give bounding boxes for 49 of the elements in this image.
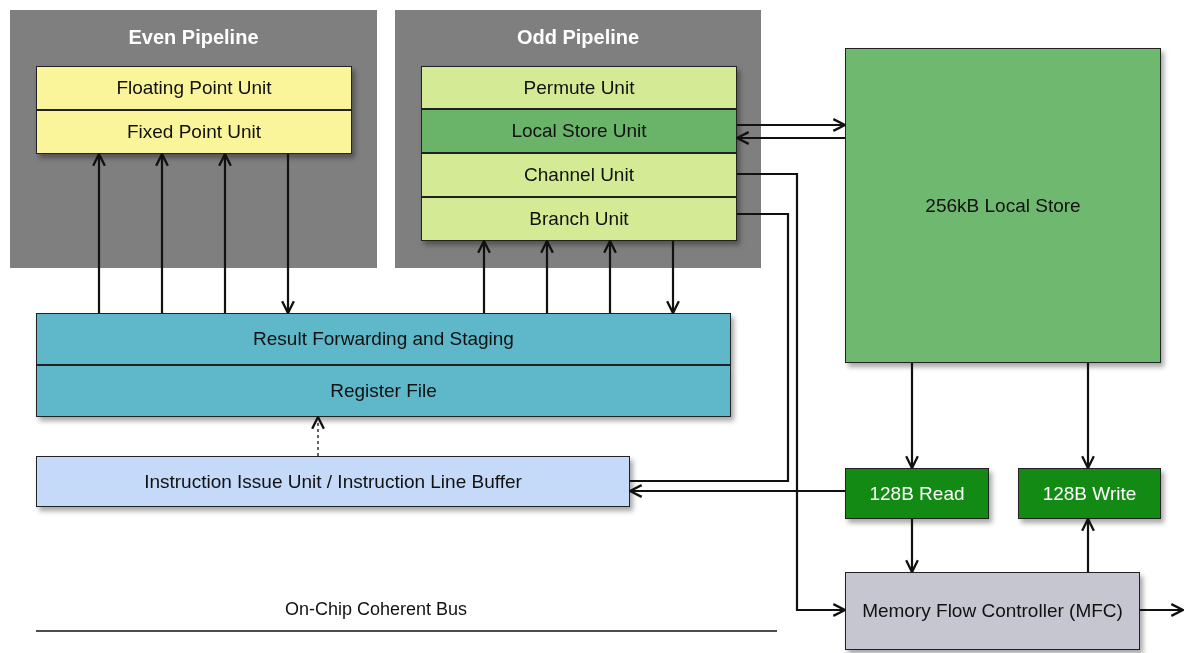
arrow bbox=[281, 154, 295, 315]
unit-label: Result Forwarding and Staging bbox=[253, 328, 514, 350]
unit-box bbox=[36, 365, 731, 417]
unit-box bbox=[421, 66, 737, 109]
arrow bbox=[218, 152, 232, 313]
unit-label: Instruction Issue Unit / Instruction Line Buffer bbox=[144, 470, 522, 493]
memory-block bbox=[845, 48, 1161, 363]
arrow bbox=[905, 363, 919, 470]
pipeline-panel bbox=[395, 10, 761, 268]
unit-box bbox=[421, 197, 737, 241]
arrow bbox=[1140, 603, 1185, 617]
unit-label: Permute Unit bbox=[523, 76, 635, 99]
unit-label: Register File bbox=[330, 380, 437, 402]
arrow bbox=[735, 131, 845, 145]
arrow bbox=[1081, 363, 1095, 470]
unit-box bbox=[421, 109, 737, 153]
unit-label: Channel Unit bbox=[524, 164, 634, 186]
unit-box bbox=[845, 468, 989, 519]
arrow bbox=[1081, 517, 1095, 572]
arrow bbox=[540, 239, 554, 313]
unit-box bbox=[36, 313, 731, 365]
unit-box bbox=[36, 66, 352, 110]
unit-box bbox=[1018, 468, 1161, 519]
arrow bbox=[603, 239, 617, 313]
unit-box bbox=[36, 456, 630, 507]
pipeline-panel bbox=[10, 10, 377, 268]
unit-label: 128B Write bbox=[1042, 482, 1137, 505]
unit-label: Branch Unit bbox=[529, 208, 629, 230]
unit-label: Floating Point Unit bbox=[116, 77, 272, 99]
unit-label: Local Store Unit bbox=[511, 120, 647, 142]
unit-label: Fixed Point Unit bbox=[126, 121, 262, 143]
unit-box bbox=[36, 110, 352, 154]
panel-title: Odd Pipeline bbox=[516, 26, 640, 49]
arrow bbox=[477, 239, 491, 313]
bus-label: On-Chip Coherent Bus bbox=[285, 599, 468, 620]
unit-box bbox=[421, 153, 737, 197]
arrow bbox=[737, 172, 847, 617]
arrow bbox=[666, 241, 680, 315]
unit-label: 128B Read bbox=[869, 482, 965, 505]
arrow bbox=[155, 152, 169, 313]
arrow bbox=[628, 484, 845, 498]
arrow bbox=[92, 152, 106, 313]
unit-label: 256kB Local Store bbox=[925, 194, 1081, 217]
arrow bbox=[737, 118, 847, 132]
arrow bbox=[905, 519, 919, 574]
panel-title: Even Pipeline bbox=[128, 26, 259, 49]
unit-label: Memory Flow Controller (MFC) bbox=[862, 600, 1123, 622]
arrow bbox=[311, 415, 325, 457]
controller-box bbox=[845, 572, 1140, 650]
